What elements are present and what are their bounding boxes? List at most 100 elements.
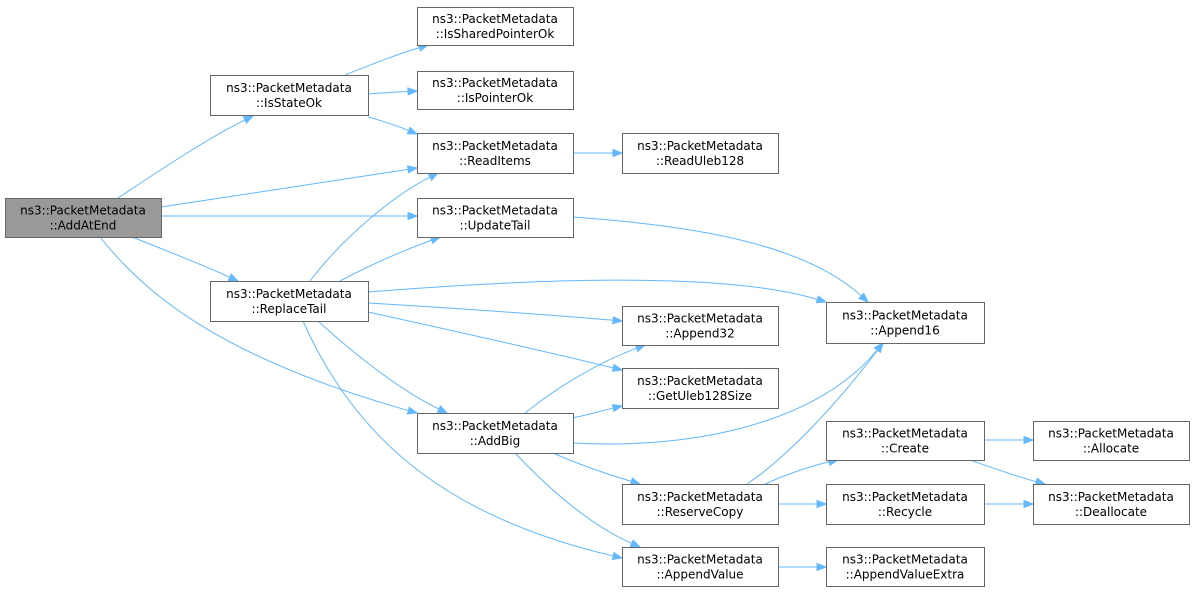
edge-recycle-to-deallocate: [984, 499, 1035, 509]
edge-appendvalue-to-appendvalueextra: [778, 562, 828, 572]
edge-reservecopy-to-recycle: [778, 499, 828, 509]
node-method-label: ::Deallocate: [1075, 505, 1147, 519]
node-box: [417, 413, 574, 454]
node-method-label: ::AddBig: [470, 434, 521, 448]
node-readitems[interactable]: ns3::PacketMetadata::ReadItems: [417, 133, 574, 174]
nodes-layer: ns3::PacketMetadata::AddAtEndns3::Packet…: [5, 7, 1190, 587]
node-class-label: ns3::PacketMetadata: [842, 309, 968, 323]
node-box: [622, 547, 779, 587]
edge-line: [746, 349, 878, 485]
edge-arrowhead: [242, 115, 255, 124]
edge-addatend-to-isstateok: [117, 115, 255, 199]
edge-arrowhead: [629, 477, 642, 486]
node-append16[interactable]: ns3::PacketMetadata::Append16: [826, 302, 985, 344]
node-appendvalue[interactable]: ns3::PacketMetadata::AppendValue: [622, 547, 779, 587]
edge-arrowhead: [816, 562, 828, 572]
node-reservecopy[interactable]: ns3::PacketMetadata::ReserveCopy: [622, 484, 779, 525]
edge-arrowhead: [873, 341, 884, 354]
node-recycle[interactable]: ns3::PacketMetadata::Recycle: [826, 484, 985, 525]
edge-line: [317, 320, 440, 410]
edge-replacetail-to-append32: [367, 302, 624, 325]
edge-line: [514, 452, 632, 544]
node-updatetail[interactable]: ns3::PacketMetadata::UpdateTail: [417, 198, 574, 238]
edge-line: [339, 239, 432, 282]
node-box: [826, 302, 985, 344]
edge-updatetail-to-append16: [572, 216, 870, 303]
edge-arrowhead: [406, 165, 419, 174]
node-class-label: ns3::PacketMetadata: [637, 490, 763, 504]
edge-line: [367, 279, 818, 300]
edge-isstateok-to-ispointerok: [367, 87, 419, 96]
node-class-label: ns3::PacketMetadata: [1048, 490, 1174, 504]
edge-addatend-to-updatetail: [160, 211, 419, 221]
edge-line: [344, 47, 420, 76]
edge-arrowhead: [858, 292, 870, 303]
node-method-label: ::GetUleb128Size: [648, 389, 752, 403]
edge-arrowhead: [815, 295, 828, 304]
node-box: [1033, 484, 1190, 525]
node-box: [622, 484, 779, 525]
node-getuleb128size[interactable]: ns3::PacketMetadata::GetUleb128Size: [622, 368, 779, 409]
edge-create-to-deallocate: [969, 459, 1047, 486]
edge-addatend-to-replacetail: [131, 236, 240, 282]
node-class-label: ns3::PacketMetadata: [20, 204, 146, 218]
node-class-label: ns3::PacketMetadata: [842, 490, 968, 504]
node-class-label: ns3::PacketMetadata: [637, 139, 763, 153]
node-replacetail[interactable]: ns3::PacketMetadata::ReplaceTail: [210, 281, 369, 322]
node-method-label: ::Allocate: [1083, 442, 1139, 456]
edge-line: [309, 176, 431, 282]
node-method-label: ::Create: [881, 442, 929, 456]
edge-arrowhead: [611, 551, 624, 560]
node-isstateok[interactable]: ns3::PacketMetadata::IsStateOk: [210, 75, 369, 116]
node-class-label: ns3::PacketMetadata: [432, 12, 558, 26]
edge-line: [764, 461, 830, 485]
node-appendvalueextra[interactable]: ns3::PacketMetadata::AppendValueExtra: [826, 547, 985, 587]
edge-line: [367, 90, 409, 95]
node-method-label: ::Append32: [665, 327, 734, 341]
node-create[interactable]: ns3::PacketMetadata::Create: [826, 421, 985, 461]
edge-arrowhead: [407, 87, 419, 96]
node-class-label: ns3::PacketMetadata: [432, 76, 558, 90]
node-ispointerok[interactable]: ns3::PacketMetadata::IsPointerOk: [417, 71, 574, 110]
edge-line: [367, 311, 614, 369]
edge-addbig-to-append32: [524, 344, 647, 414]
node-deallocate[interactable]: ns3::PacketMetadata::Deallocate: [1033, 484, 1190, 525]
node-allocate[interactable]: ns3::PacketMetadata::Allocate: [1033, 421, 1190, 461]
node-box: [622, 133, 779, 174]
node-method-label: ::Recycle: [878, 505, 932, 519]
node-class-label: ns3::PacketMetadata: [637, 553, 763, 567]
edge-isstateok-to-issharedpointerok: [344, 43, 430, 76]
edge-arrowhead: [427, 172, 440, 182]
edge-addbig-to-appendvalue: [514, 452, 642, 548]
node-class-label: ns3::PacketMetadata: [432, 139, 558, 153]
edge-addatend-to-addbig: [99, 236, 419, 415]
edge-arrowhead: [406, 406, 419, 415]
node-readuleb128[interactable]: ns3::PacketMetadata::ReadUleb128: [622, 133, 779, 174]
edge-line: [552, 452, 632, 482]
node-addbig[interactable]: ns3::PacketMetadata::AddBig: [417, 413, 574, 454]
node-addatend[interactable]: ns3::PacketMetadata::AddAtEnd: [5, 198, 162, 238]
edge-reservecopy-to-append16: [746, 341, 884, 485]
edge-arrowhead: [1023, 499, 1035, 509]
edge-replacetail-to-addbig: [317, 320, 449, 414]
node-method-label: ::ReplaceTail: [252, 302, 327, 316]
edge-arrowhead: [436, 405, 449, 414]
edge-arrowhead: [612, 315, 624, 325]
edge-replacetail-to-getuleb128size: [367, 311, 624, 372]
edge-arrowhead: [1023, 435, 1035, 445]
edge-line: [160, 168, 409, 208]
node-box: [826, 547, 985, 587]
edge-addbig-to-getuleb128size: [572, 404, 624, 419]
node-class-label: ns3::PacketMetadata: [842, 553, 968, 567]
node-class-label: ns3::PacketMetadata: [1048, 427, 1174, 441]
edge-replacetail-to-updatetail: [339, 236, 442, 282]
node-box: [1033, 421, 1190, 461]
node-issharedpointerok[interactable]: ns3::PacketMetadata::IsSharedPointerOk: [417, 7, 574, 46]
edge-arrowhead: [816, 499, 828, 509]
edge-readitems-to-readuleb128: [573, 148, 624, 158]
node-append32[interactable]: ns3::PacketMetadata::Append32: [622, 306, 779, 346]
node-method-label: ::AppendValueExtra: [846, 568, 965, 582]
edge-line: [572, 349, 878, 445]
edge-line: [969, 459, 1037, 483]
edge-line: [99, 236, 409, 412]
